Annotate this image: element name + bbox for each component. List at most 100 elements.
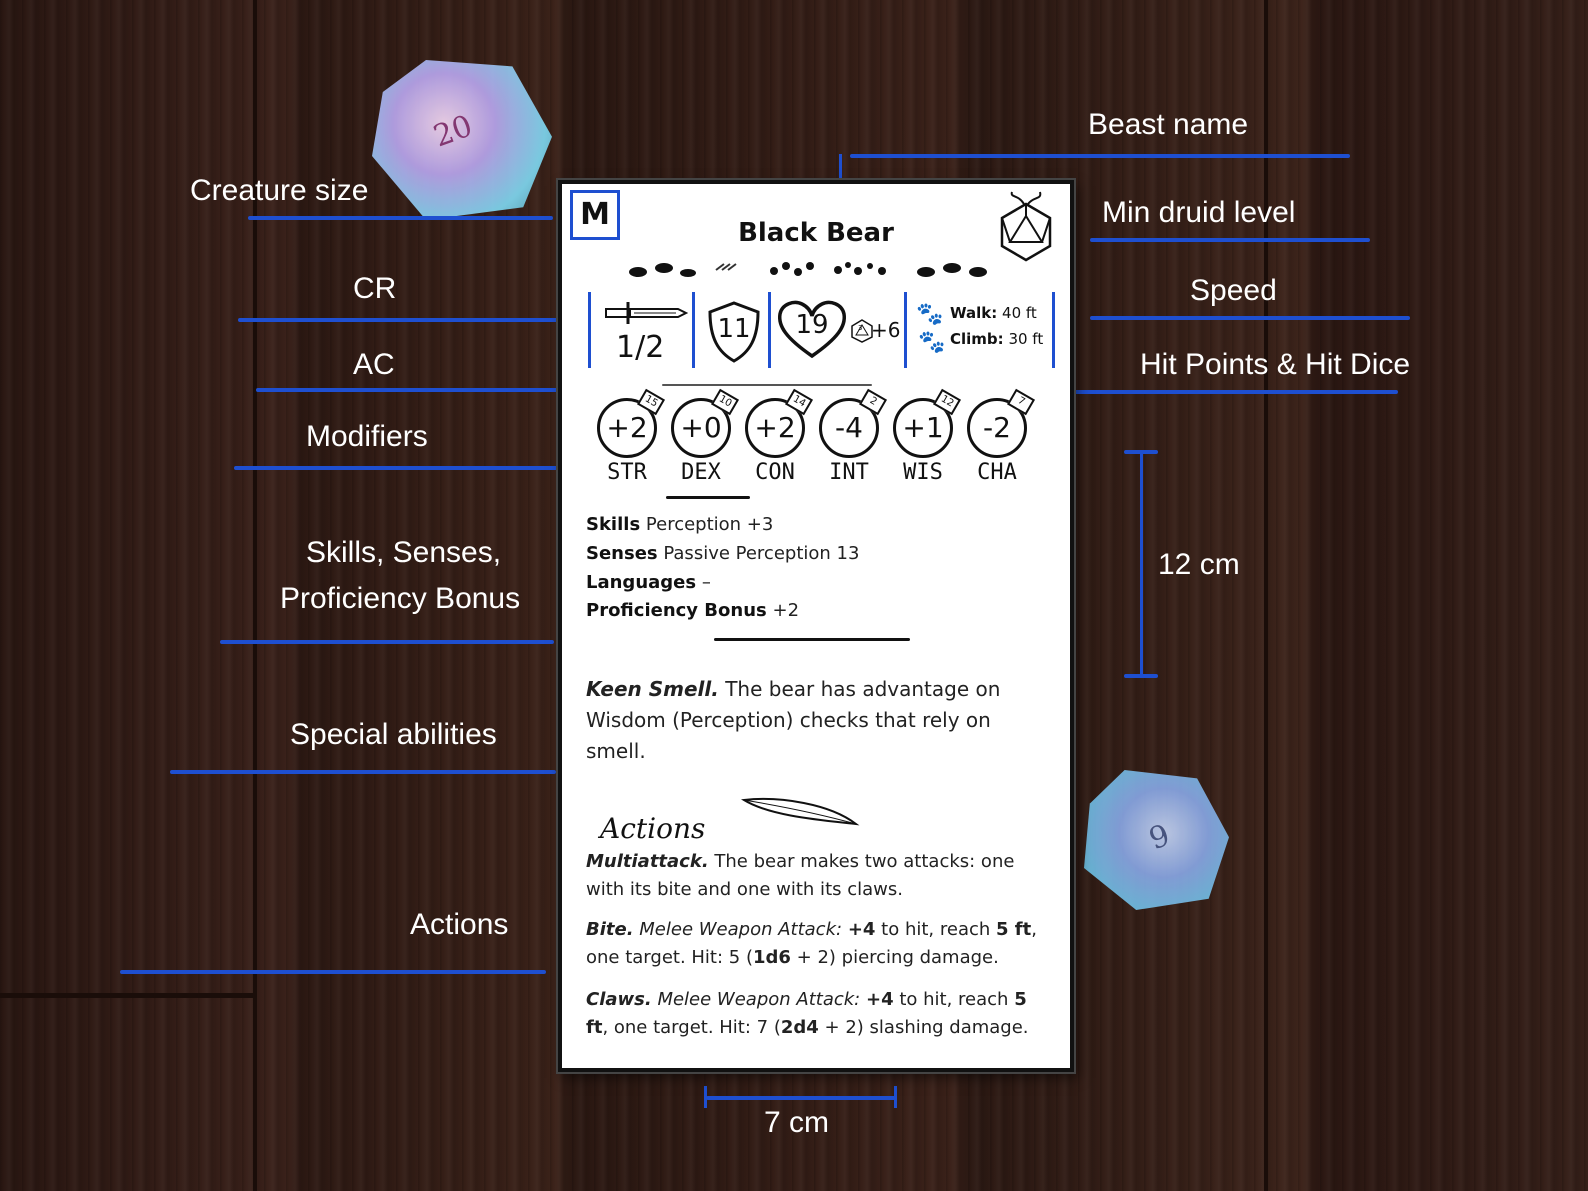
ability-score: 2 bbox=[858, 388, 888, 416]
height-dimension-bar bbox=[1140, 452, 1143, 676]
attack-text: + 2) piercing damage. bbox=[796, 947, 999, 968]
attack-type: Melee Weapon Attack: bbox=[657, 989, 861, 1010]
heart-icon bbox=[777, 300, 847, 359]
height-dimension-cap-bottom bbox=[1124, 674, 1158, 678]
hit-die-sides: 3 bbox=[858, 324, 863, 332]
info-rule bbox=[714, 638, 910, 641]
attack-type: Melee Weapon Attack: bbox=[639, 919, 843, 940]
pointer-line-hit-points bbox=[846, 390, 1398, 394]
senses-line: Senses Passive Perception 13 bbox=[586, 543, 859, 564]
label-height: 12 cm bbox=[1158, 548, 1240, 581]
width-dimension-cap-left bbox=[704, 1086, 707, 1108]
ability-dex: +0 10 DEX bbox=[668, 388, 740, 485]
label-width: 7 cm bbox=[764, 1106, 830, 1139]
attack-text: , one target. Hit: 7 ( bbox=[602, 1017, 781, 1038]
ability-name: INT bbox=[829, 460, 869, 485]
pointer-line-skills bbox=[220, 640, 554, 644]
action-text: The bear makes two attacks: one with its… bbox=[586, 851, 1015, 900]
action-claws: Claws. Melee Weapon Attack: +4 to hit, r… bbox=[586, 986, 1048, 1042]
ability-modifier: +0 10 bbox=[671, 388, 740, 458]
wood-seam bbox=[1264, 0, 1268, 1191]
beast-name: Black Bear bbox=[738, 218, 894, 248]
walk-value: 40 ft bbox=[1002, 304, 1037, 322]
pointer-line-ac bbox=[256, 388, 730, 392]
label-ac: AC bbox=[353, 348, 395, 381]
ability-modifier: +1 12 bbox=[893, 388, 962, 458]
attack-text: to hit, reach bbox=[881, 919, 991, 940]
label-speed: Speed bbox=[1190, 274, 1277, 307]
action-multiattack: Multiattack. The bear makes two attacks:… bbox=[586, 848, 1048, 904]
stats-rule bbox=[662, 384, 872, 386]
paw-icon-walk: 🐾 bbox=[916, 302, 944, 327]
skills-line: Skills Perception +3 bbox=[586, 514, 773, 535]
ability-modifier: -4 2 bbox=[819, 388, 888, 458]
attack-text: , one target. Hit: 5 ( bbox=[586, 919, 1037, 968]
proficiency-line: Proficiency Bonus +2 bbox=[586, 600, 799, 621]
senses-value: Passive Perception 13 bbox=[663, 543, 860, 564]
label-hit-points: Hit Points & Hit Dice bbox=[1140, 348, 1411, 381]
hit-dice-bonus: +6 bbox=[871, 318, 901, 342]
pointer-line-min-druid-level bbox=[1090, 238, 1370, 242]
action-title: Multiattack. bbox=[586, 851, 709, 872]
height-dimension-cap-top bbox=[1124, 450, 1158, 454]
armor-class: 11 bbox=[717, 314, 751, 344]
label-special-abilities: Special abilities bbox=[290, 718, 497, 751]
ability-mod-value: +1 bbox=[902, 411, 944, 444]
stat-divider bbox=[692, 292, 695, 368]
animal-tracks-divider bbox=[629, 262, 987, 277]
wood-seam bbox=[253, 0, 257, 1191]
special-ability-keen-smell: Keen Smell. The bear has advantage on Wi… bbox=[586, 674, 1048, 767]
ability-score: 7 bbox=[1006, 388, 1036, 416]
creature-size-badge: M bbox=[570, 190, 620, 240]
attack-reach: 5 ft bbox=[586, 989, 1027, 1038]
attack-text: + 2) slashing damage. bbox=[824, 1017, 1029, 1038]
attack-bonus: +4 bbox=[847, 919, 876, 940]
climb-label: Climb: bbox=[950, 330, 1004, 348]
feather-quill-icon bbox=[740, 798, 860, 826]
pointer-line-modifiers bbox=[234, 466, 562, 470]
hit-points: 19 bbox=[795, 310, 829, 340]
paw-icon-climb: 🐾 bbox=[918, 330, 946, 355]
action-bite: Bite. Melee Weapon Attack: +4 to hit, re… bbox=[586, 916, 1048, 972]
width-dimension-bar bbox=[706, 1096, 896, 1100]
ability-name: CON bbox=[755, 460, 795, 485]
ability-name: DEX bbox=[681, 460, 721, 485]
languages-label: Languages bbox=[586, 572, 697, 593]
width-dimension-cap-right bbox=[894, 1086, 897, 1108]
stat-divider bbox=[904, 292, 907, 368]
skills-value: Perception +3 bbox=[645, 514, 774, 535]
pointer-line-cr bbox=[238, 318, 584, 322]
hit-die-icon bbox=[851, 319, 873, 343]
ability-mod-value: -2 bbox=[983, 411, 1011, 444]
sword-icon bbox=[605, 302, 688, 324]
ability-mod-value: -4 bbox=[835, 411, 863, 444]
speed-climb: Climb: 30 ft bbox=[950, 330, 1043, 348]
d20-druid-level-icon bbox=[1000, 191, 1052, 262]
d20-die-top: 20 bbox=[372, 60, 552, 220]
label-modifiers: Modifiers bbox=[306, 420, 428, 453]
proficiency-label: Proficiency Bonus bbox=[586, 600, 767, 621]
attack-reach: 5 ft bbox=[996, 919, 1032, 940]
ability-cha: -2 7 CHA bbox=[964, 388, 1036, 485]
challenge-rating: 1/2 bbox=[616, 330, 665, 365]
core-stats-row: 1/2 11 19 3 +6 🐾 Walk: 40 ft 🐾 Climb: 30… bbox=[588, 288, 1055, 372]
languages-line: Languages – bbox=[586, 572, 711, 593]
ability-modifier: +2 15 bbox=[597, 388, 666, 458]
label-beast-name: Beast name bbox=[1088, 108, 1249, 141]
ability-modifier: -2 7 bbox=[967, 388, 1036, 458]
shield-icon bbox=[708, 301, 760, 363]
ability-mod-value: +2 bbox=[606, 411, 648, 444]
label-creature-size: Creature size bbox=[190, 174, 369, 207]
skills-label: Skills bbox=[586, 514, 641, 535]
action-title: Bite. bbox=[586, 919, 634, 940]
attack-bonus: +4 bbox=[865, 989, 894, 1010]
ability-name: WIS bbox=[903, 460, 943, 485]
walk-label: Walk: bbox=[950, 304, 998, 322]
ability-int: -4 2 INT bbox=[816, 388, 888, 485]
pointer-line-beast-name bbox=[850, 154, 1350, 158]
ability-mod-value: +0 bbox=[680, 411, 722, 444]
label-min-druid-level: Min druid level bbox=[1102, 196, 1296, 229]
label-skills-line1: Skills, Senses, bbox=[306, 536, 502, 569]
attack-text: to hit, reach bbox=[899, 989, 1009, 1010]
ability-con: +2 14 CON bbox=[742, 388, 814, 485]
